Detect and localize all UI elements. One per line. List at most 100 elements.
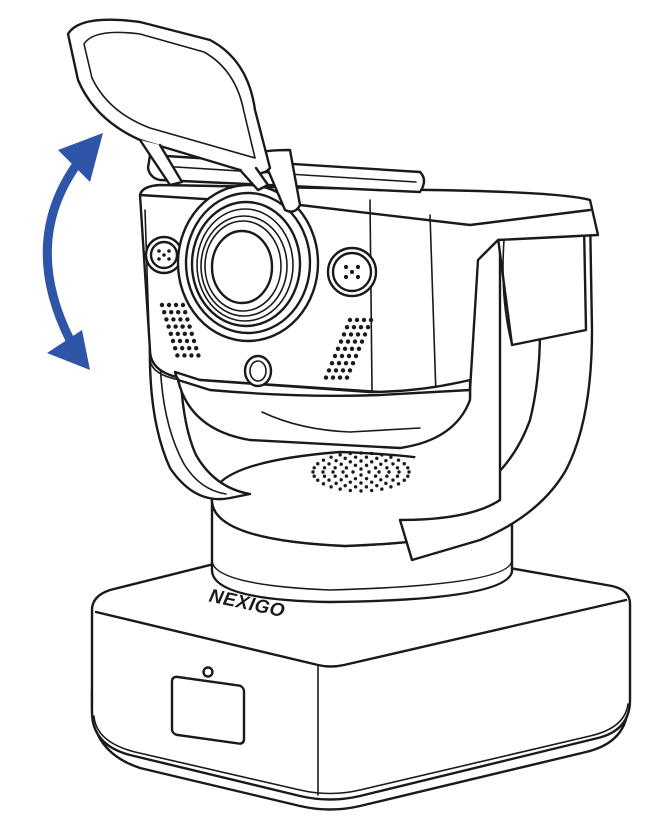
hole-dot xyxy=(364,485,369,489)
hole-dot xyxy=(389,455,393,459)
hole-dot xyxy=(311,470,315,474)
left-mic-holes xyxy=(157,249,171,261)
hole-dot xyxy=(385,474,389,478)
hole-dot xyxy=(377,470,381,474)
hole-dot xyxy=(396,458,401,462)
hole-dot xyxy=(329,455,333,459)
hole-dot xyxy=(182,353,187,358)
hole-dot xyxy=(333,474,337,478)
hole-dot xyxy=(180,302,186,308)
hole-dot xyxy=(353,476,358,481)
hole-dot xyxy=(379,462,383,466)
hole-dot xyxy=(370,460,374,464)
hole-dot xyxy=(162,253,166,257)
hole-dot xyxy=(342,346,348,351)
hole-dot xyxy=(397,470,401,474)
hole-dot xyxy=(364,476,369,481)
hole-dot xyxy=(335,346,341,351)
hole-dot xyxy=(375,483,379,488)
hole-dot xyxy=(387,470,391,474)
hole-dot xyxy=(359,481,363,485)
hole-dot xyxy=(180,324,185,329)
right-speaker-holes xyxy=(323,317,374,380)
hole-dot xyxy=(326,368,332,373)
hole-dot xyxy=(353,353,359,359)
hole-dot xyxy=(157,257,161,261)
hole-dot xyxy=(334,458,338,463)
hole-dot xyxy=(348,332,354,337)
hole-dot xyxy=(380,487,384,491)
hole-dot xyxy=(355,264,361,270)
hole-dot xyxy=(316,462,320,466)
hole-dot xyxy=(327,462,331,466)
hole-dot xyxy=(168,331,173,336)
hole-dot xyxy=(356,346,362,351)
hole-dot xyxy=(348,480,352,484)
hole-dot xyxy=(373,474,378,478)
hole-dot xyxy=(329,485,333,489)
hole-dot xyxy=(359,459,363,463)
hole-dot xyxy=(343,483,347,488)
hole-dot xyxy=(373,466,378,470)
hole-dot xyxy=(321,470,325,474)
hole-dot xyxy=(350,361,356,366)
hole-dot xyxy=(369,451,374,456)
hole-dot xyxy=(175,331,180,336)
hole-dot xyxy=(406,474,410,478)
hole-dot xyxy=(321,458,326,462)
hole-dot xyxy=(407,470,411,474)
hole-dot xyxy=(327,478,331,482)
hole-dot xyxy=(358,325,364,330)
hole-dot xyxy=(341,332,347,337)
hole-dot xyxy=(384,458,388,463)
hole-dot xyxy=(353,485,358,489)
hole-dot xyxy=(175,353,180,358)
tilt-arrow-down-head xyxy=(47,330,90,370)
hole-dot xyxy=(167,249,171,253)
hole-dot xyxy=(353,455,358,459)
hole-dot xyxy=(353,463,358,468)
hole-dot xyxy=(333,368,339,373)
hole-dot xyxy=(316,478,320,482)
hole-dot xyxy=(348,460,352,464)
speaker-grill xyxy=(311,451,411,493)
camera-head xyxy=(138,183,600,450)
hole-dot xyxy=(395,474,400,478)
privacy-cover xyxy=(66,18,426,213)
hole-dot xyxy=(351,325,357,330)
hole-dot xyxy=(337,375,343,380)
hole-dot xyxy=(322,466,327,470)
hole-dot xyxy=(312,474,316,478)
hole-dot xyxy=(343,361,349,366)
hole-dot xyxy=(166,302,172,308)
hole-dot xyxy=(349,346,355,351)
hole-dot xyxy=(344,466,349,470)
hole-dot xyxy=(362,332,368,337)
hole-dot xyxy=(385,466,389,470)
hole-dot xyxy=(380,453,384,457)
hole-dot xyxy=(162,310,167,315)
hole-dot xyxy=(178,317,183,322)
hole-dot xyxy=(391,462,395,466)
hole-dot xyxy=(367,470,371,474)
hole-dot xyxy=(359,339,365,344)
right-mic-holes xyxy=(343,264,361,280)
hole-dot xyxy=(355,332,361,337)
hole-dot xyxy=(312,466,316,470)
hole-dot xyxy=(176,310,181,315)
hole-dot xyxy=(338,487,342,491)
hole-dot xyxy=(359,473,363,477)
hole-dot xyxy=(402,462,406,466)
hole-dot xyxy=(167,257,171,261)
hole-dot xyxy=(365,325,371,330)
hole-dot xyxy=(338,339,344,344)
hole-dot xyxy=(349,269,355,275)
hole-dot xyxy=(334,481,338,486)
hole-dot xyxy=(355,274,361,280)
hole-dot xyxy=(344,375,350,380)
hole-dot xyxy=(395,466,400,470)
hole-dot xyxy=(341,470,345,474)
hole-dot xyxy=(375,456,379,461)
tilt-direction-arrow xyxy=(42,133,103,370)
